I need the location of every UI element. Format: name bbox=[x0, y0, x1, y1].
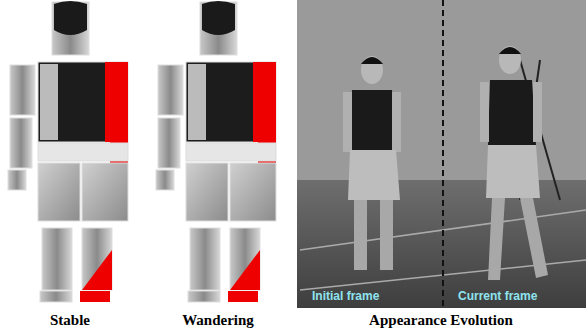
frame-label: Initial frame bbox=[312, 289, 379, 303]
panel-caption: Stable bbox=[50, 312, 90, 329]
frame-label: Current frame bbox=[458, 289, 537, 303]
panel-caption: Appearance Evolution bbox=[369, 312, 513, 329]
panel-caption: Wandering bbox=[182, 312, 254, 329]
